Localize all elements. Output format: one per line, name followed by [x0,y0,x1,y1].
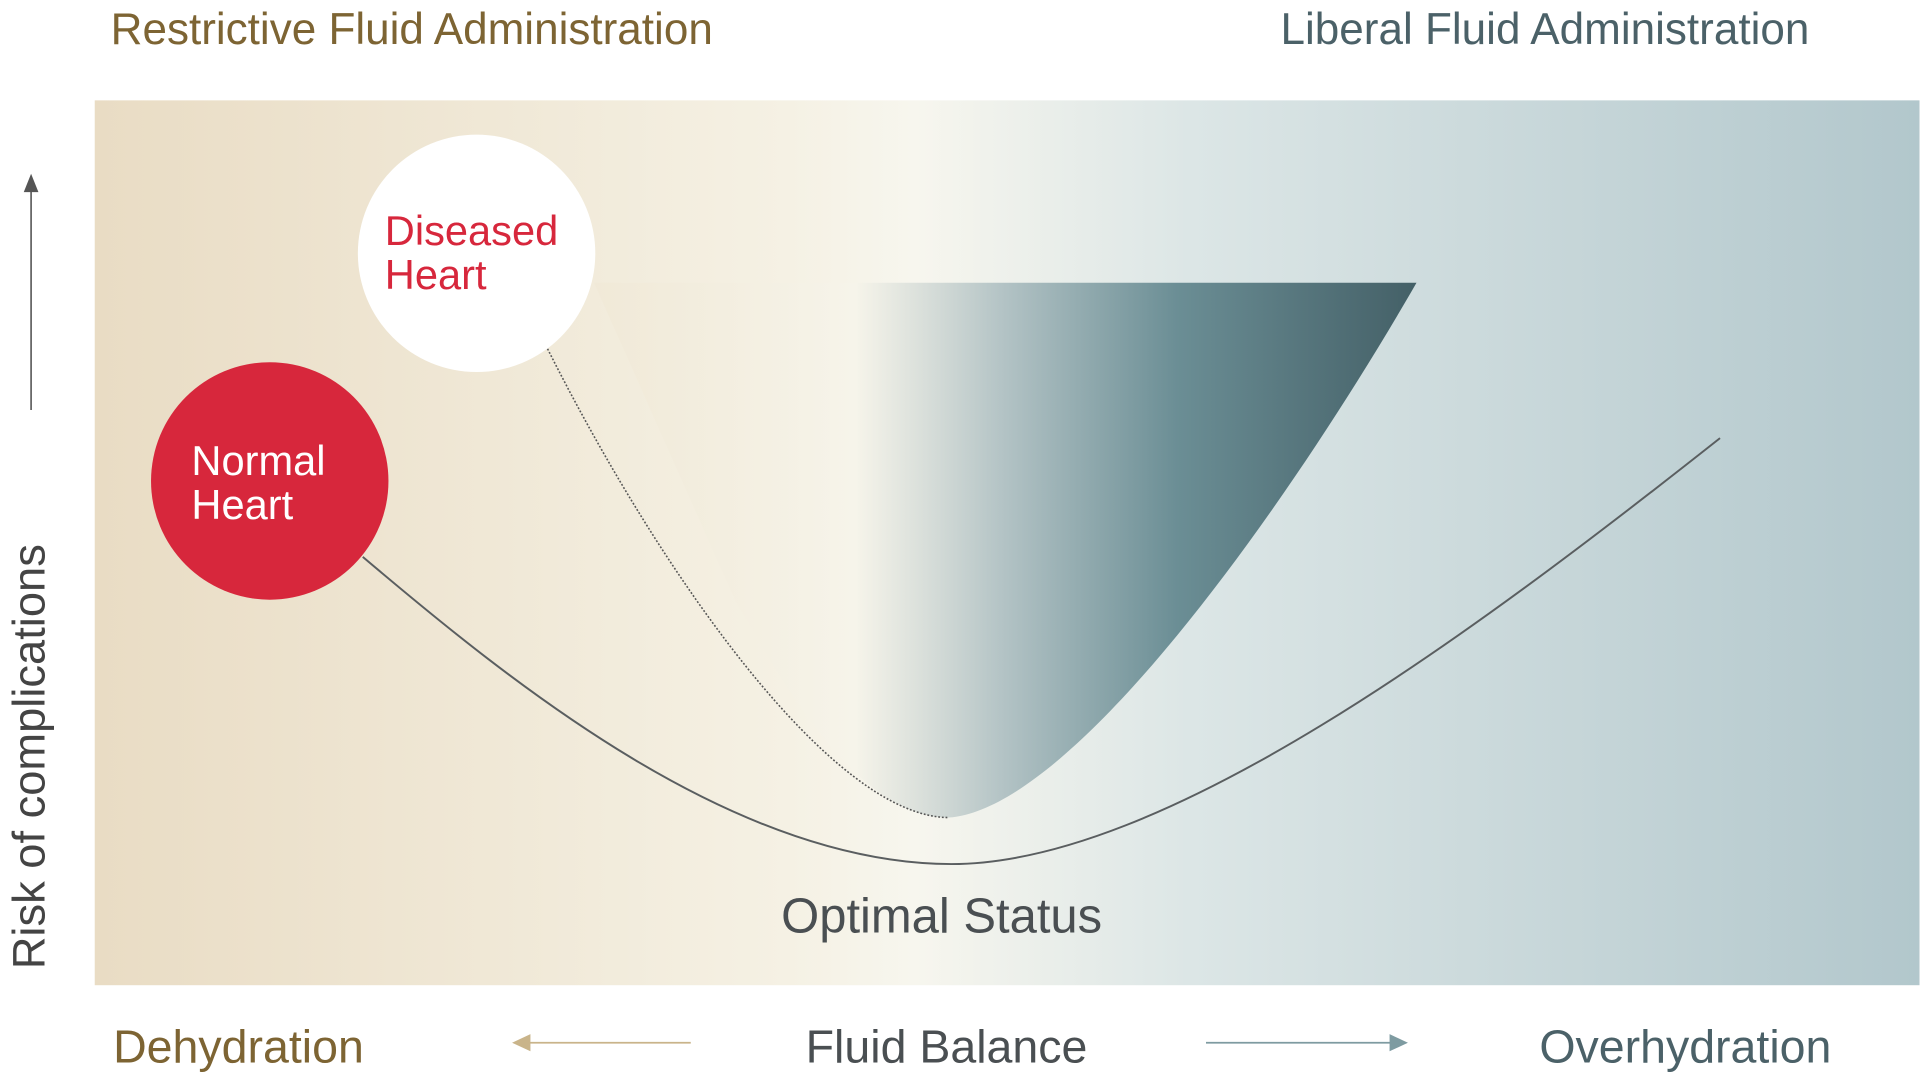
normal-heart-bubble: Normal Heart [151,362,389,600]
overhydration-label: Overhydration [1539,1020,1831,1072]
optimal-status-label: Optimal Status [781,890,1102,944]
diseased-heart-line1: Diseased [385,207,558,254]
y-axis: Risk of complications [4,173,55,969]
fluid-balance-label: Fluid Balance [806,1020,1088,1072]
diseased-heart-bubble: Diseased Heart [357,134,596,373]
diseased-heart-curve [546,348,949,819]
y-axis-arrowhead-icon [23,173,39,193]
normal-heart-line1: Normal [191,437,325,484]
normal-heart-curve [362,437,1721,866]
diseased-heart-fill [594,282,1417,818]
right-arrowhead-icon [1389,1034,1408,1052]
restrictive-title: Restrictive Fluid Administration [111,5,713,54]
normal-heart-line2: Heart [191,481,293,528]
left-arrowhead-icon [512,1034,531,1052]
liberal-title: Liberal Fluid Administration [1281,5,1810,54]
dehydration-label: Dehydration [113,1020,364,1072]
left-arrow [512,1034,691,1052]
y-axis-label: Risk of complications [4,544,55,969]
right-arrow [1205,1034,1408,1052]
diseased-heart-line2: Heart [385,251,487,298]
